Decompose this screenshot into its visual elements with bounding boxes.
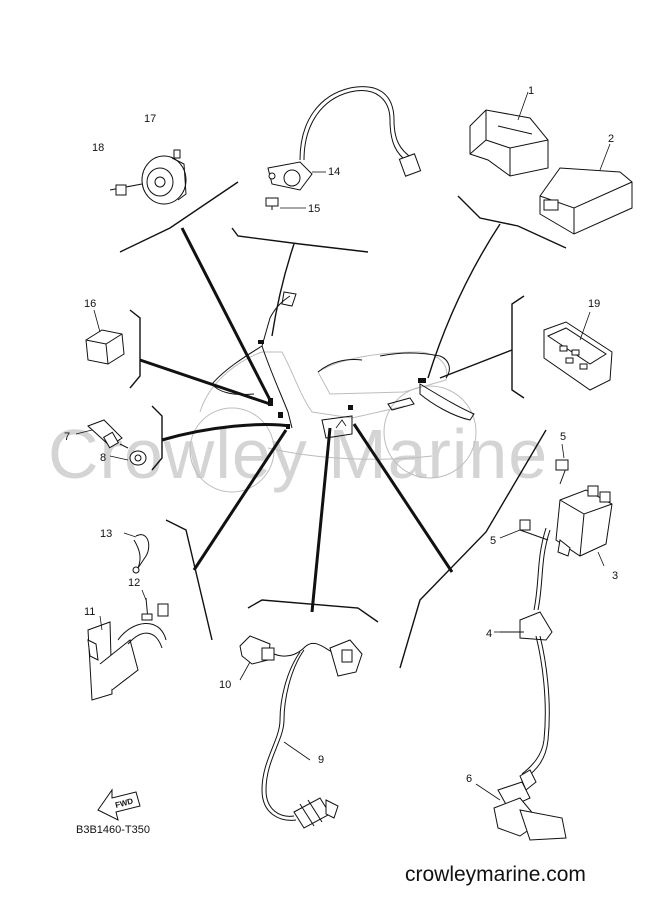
cable-sensor-part [265,86,422,210]
callout-17: 17 [144,113,156,125]
scooter-outline [211,291,475,439]
ecu-part [539,143,633,235]
callout-labels: 1 2 3 4 5 5 6 7 8 9 10 11 12 13 14 15 16… [64,85,618,785]
callout-12: 12 [128,577,140,589]
diagram-code: B3B1460-T350 [76,824,150,836]
fuse-box-part [543,311,613,391]
callout-13: 13 [100,528,112,540]
oxygen-sensor-part [239,635,363,829]
callout-5a: 5 [560,431,566,443]
footer-site[interactable]: crowleymarine.com [405,863,586,886]
callout-5b: 5 [490,535,496,547]
harness-bracket-part [87,589,169,701]
fwd-arrow-icon: FWD [97,788,141,821]
callout-16: 16 [84,298,96,310]
horn-part [109,149,187,205]
connector-block-part [469,91,549,177]
callout-8: 8 [100,452,106,464]
callout-18: 18 [92,142,104,154]
callout-10: 10 [219,679,231,691]
callout-1: 1 [528,85,534,97]
callout-4: 4 [486,628,492,640]
callout-15: 15 [308,203,320,215]
leader-lines [119,181,567,669]
callout-7: 7 [64,431,70,443]
callout-19: 19 [588,298,600,310]
callout-11: 11 [84,606,95,618]
callout-14: 14 [328,166,340,178]
cable-clip-part [123,532,150,574]
coil-assembly-part [475,443,613,841]
callout-9: 9 [318,754,324,766]
callout-6: 6 [466,773,472,785]
callout-3: 3 [612,570,618,582]
temp-sensor-part [75,419,147,466]
relay-part [85,309,125,365]
callout-2: 2 [608,133,614,145]
